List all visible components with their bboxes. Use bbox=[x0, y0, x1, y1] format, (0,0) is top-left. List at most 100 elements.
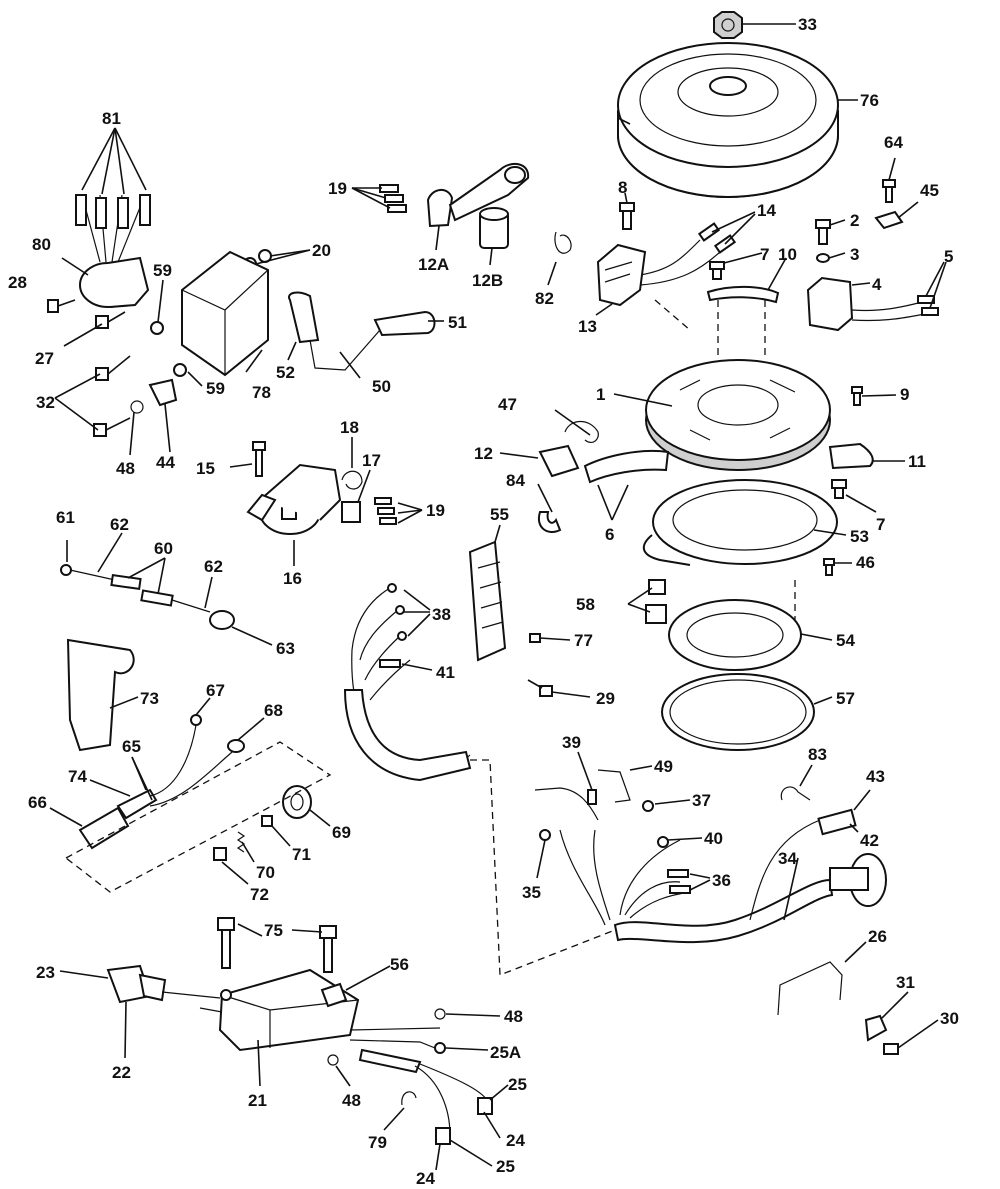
callout-40: 40 bbox=[704, 829, 723, 848]
sleeve-part bbox=[538, 444, 670, 484]
callout-labels: 33 76 64 45 8 14 2 3 7 10 4 5 13 19 12A … bbox=[8, 15, 959, 1188]
terminal-part bbox=[587, 789, 597, 805]
callout-58: 58 bbox=[576, 595, 595, 614]
callout-56: 56 bbox=[390, 955, 409, 974]
callout-77: 77 bbox=[574, 631, 593, 650]
callout-65: 65 bbox=[122, 737, 141, 756]
callout-22: 22 bbox=[112, 1063, 131, 1082]
callout-19-top: 19 bbox=[328, 179, 347, 198]
callout-42: 42 bbox=[860, 831, 879, 850]
callout-75: 75 bbox=[264, 921, 283, 940]
callout-24-lower: 24 bbox=[416, 1169, 435, 1188]
callout-59-lower: 59 bbox=[206, 379, 225, 398]
washer-part bbox=[150, 321, 164, 335]
callout-48-lower: 48 bbox=[342, 1091, 361, 1110]
timer-base-ring-part bbox=[668, 599, 802, 671]
pack-leads-part bbox=[327, 1008, 493, 1145]
callout-38: 38 bbox=[432, 605, 451, 624]
terminal-part bbox=[539, 829, 551, 841]
callout-72: 72 bbox=[250, 885, 269, 904]
wire-terminals-part bbox=[917, 295, 939, 316]
callout-69: 69 bbox=[332, 823, 351, 842]
connector-part bbox=[341, 501, 361, 523]
bracket-part bbox=[777, 961, 843, 1016]
screw-part bbox=[851, 386, 863, 406]
lockwasher-part bbox=[130, 400, 144, 414]
connector-part bbox=[817, 808, 857, 836]
callout-78: 78 bbox=[252, 383, 271, 402]
callout-16: 16 bbox=[283, 569, 302, 588]
callout-80: 80 bbox=[32, 235, 51, 254]
callout-52: 52 bbox=[276, 363, 295, 382]
callout-51: 51 bbox=[448, 313, 467, 332]
callout-55: 55 bbox=[490, 505, 509, 524]
leader-lines bbox=[49, 23, 947, 1171]
plate-part bbox=[828, 442, 874, 470]
retainer-ring-part bbox=[642, 479, 838, 566]
wire-harness-part bbox=[343, 583, 472, 782]
power-pack-part bbox=[199, 968, 360, 1052]
callout-5: 5 bbox=[944, 247, 953, 266]
battery-lead-part bbox=[60, 564, 235, 630]
callout-25-upper: 25 bbox=[508, 1075, 527, 1094]
terminal-part bbox=[669, 885, 691, 894]
callout-47: 47 bbox=[498, 395, 517, 414]
callout-48-right: 48 bbox=[504, 1007, 523, 1026]
callout-29: 29 bbox=[596, 689, 615, 708]
callout-12B: 12B bbox=[472, 271, 503, 290]
callout-50: 50 bbox=[372, 377, 391, 396]
charge-coil-part bbox=[596, 243, 647, 307]
nut-part bbox=[713, 11, 743, 39]
callout-79: 79 bbox=[368, 1133, 387, 1152]
clamp-part bbox=[537, 511, 562, 533]
callout-23: 23 bbox=[36, 963, 55, 982]
connector-part bbox=[106, 964, 221, 1004]
callout-25-lower: 25 bbox=[496, 1157, 515, 1176]
screw-part bbox=[252, 441, 266, 477]
callout-76: 76 bbox=[860, 91, 879, 110]
main-harness-part bbox=[534, 787, 887, 944]
washer-part bbox=[816, 253, 830, 263]
clamp-part bbox=[554, 231, 572, 254]
stop-switch-part bbox=[78, 714, 245, 850]
callout-59-top: 59 bbox=[153, 261, 172, 280]
terminals-part bbox=[374, 497, 397, 525]
callout-24-upper: 24 bbox=[506, 1131, 525, 1150]
callout-28: 28 bbox=[8, 273, 27, 292]
callout-12A: 12A bbox=[418, 255, 449, 274]
assembly-outline bbox=[64, 741, 332, 893]
clip-part bbox=[780, 786, 811, 801]
callout-30: 30 bbox=[940, 1009, 959, 1028]
plunger-part bbox=[261, 815, 273, 827]
switch-assembly-part bbox=[246, 463, 342, 535]
boot-part bbox=[479, 207, 509, 249]
callout-33: 33 bbox=[798, 15, 817, 34]
callout-54: 54 bbox=[836, 631, 855, 650]
callout-44: 44 bbox=[156, 453, 175, 472]
terminal-part bbox=[657, 836, 669, 848]
callout-48-upper: 48 bbox=[116, 459, 135, 478]
callout-4: 4 bbox=[872, 275, 882, 294]
clamp-part bbox=[148, 378, 178, 407]
callout-35: 35 bbox=[522, 883, 541, 902]
screw-part bbox=[217, 917, 337, 973]
handle-part bbox=[66, 638, 135, 752]
callout-21: 21 bbox=[248, 1091, 267, 1110]
flywheel-part bbox=[617, 42, 839, 198]
callout-12: 12 bbox=[474, 444, 493, 463]
armature-plate-part bbox=[645, 359, 831, 471]
callout-6: 6 bbox=[605, 525, 614, 544]
clamp-part bbox=[320, 982, 348, 1008]
terminals-part bbox=[379, 184, 407, 213]
callout-57: 57 bbox=[836, 689, 855, 708]
callout-84: 84 bbox=[506, 471, 525, 490]
callout-11: 11 bbox=[908, 452, 926, 471]
callout-63: 63 bbox=[276, 639, 295, 658]
callout-43: 43 bbox=[866, 767, 885, 786]
screw-part bbox=[815, 219, 831, 245]
terminal-part bbox=[642, 800, 654, 812]
clip-part bbox=[874, 210, 904, 230]
callout-45: 45 bbox=[920, 181, 939, 200]
routing-line bbox=[654, 299, 766, 360]
